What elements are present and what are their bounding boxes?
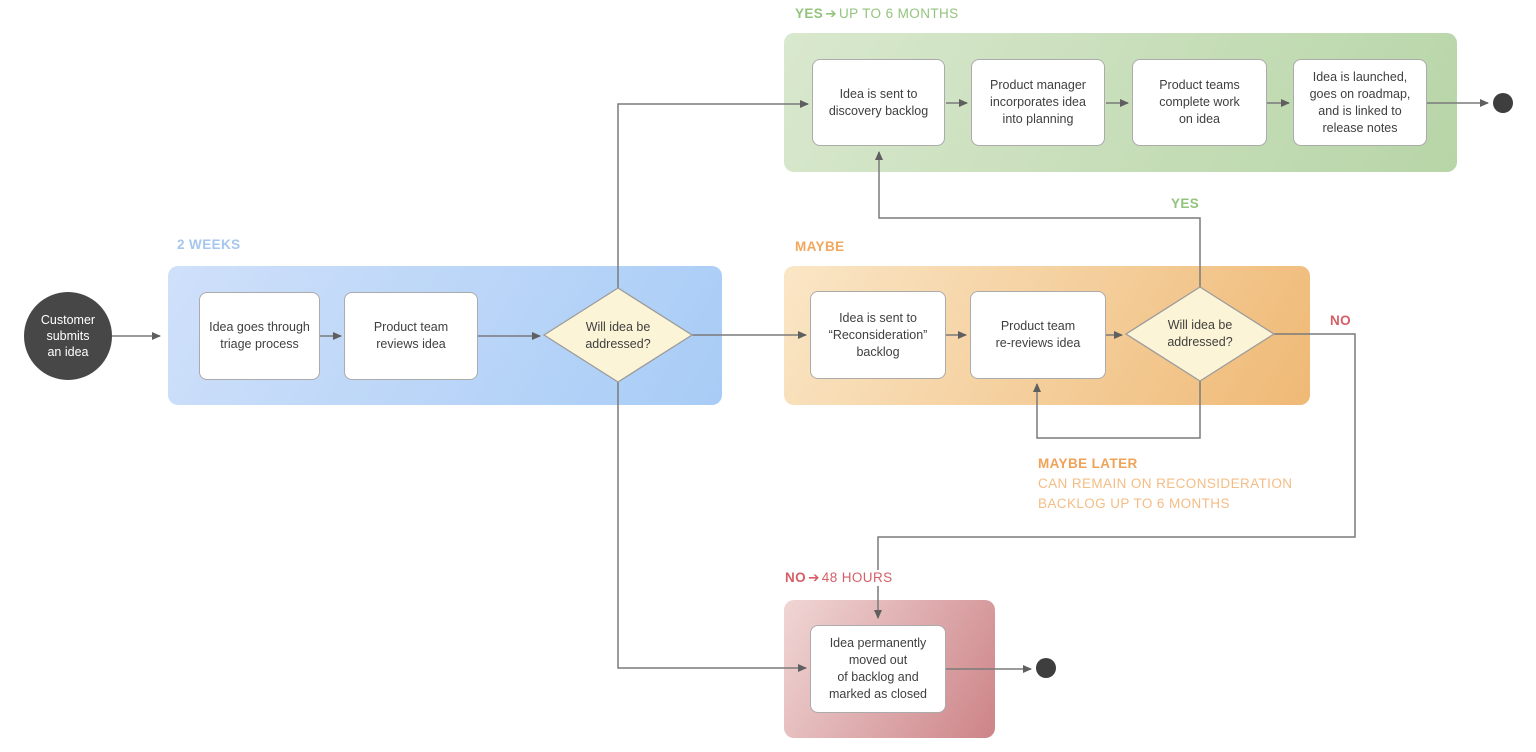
connector-maybe-decision-no [874, 333, 1356, 619]
end-node-no [1036, 658, 1056, 678]
branch-label-yes: YES [1168, 196, 1203, 211]
step-reconsideration-backlog: Idea is sent to “Reconsideration” backlo… [810, 291, 946, 379]
step-discovery-backlog: Idea is sent to discovery backlog [812, 59, 945, 146]
lane-header-yes-bold: YES [795, 6, 824, 21]
maybe-later-note: MAYBE LATER CAN REMAIN ON RECONSIDERATIO… [1038, 454, 1292, 514]
decision-diamond-triage [542, 287, 694, 383]
maybe-later-line2: BACKLOG UP TO 6 MONTHS [1038, 496, 1230, 511]
step-teams-complete-work: Product teams complete work on idea [1132, 59, 1267, 146]
start-node-label: Customer submits an idea [40, 313, 96, 359]
branch-label-no: NO [1330, 313, 1352, 328]
step-pm-planning: Product manager incorporates idea into p… [971, 59, 1105, 146]
lane-header-2-weeks: 2 WEEKS [177, 237, 241, 252]
step-team-reviews: Product team reviews idea [344, 292, 478, 380]
right-arrow-icon: ➔ [808, 570, 820, 585]
step-idea-launched: Idea is launched, goes on roadmap, and i… [1293, 59, 1427, 146]
lane-header-no-duration: 48 HOURS [821, 570, 893, 585]
lane-header-yes: YES➔UP TO 6 MONTHS [795, 6, 959, 22]
connector-decision-no-lane [617, 382, 807, 672]
decision-diamond-maybe [1124, 286, 1276, 382]
connector-maybe-later-loop [1033, 381, 1201, 439]
connector-decision-yes-lane [617, 100, 809, 288]
step-idea-closed: Idea permanently moved out of backlog an… [810, 625, 946, 713]
right-arrow-icon: ➔ [825, 6, 837, 21]
connector-maybe-decision-yes [875, 151, 1201, 287]
step-re-reviews: Product team re-reviews idea [970, 291, 1106, 379]
end-node-yes [1493, 93, 1513, 113]
lane-header-no-bold: NO [785, 570, 807, 585]
step-triage-process: Idea goes through triage process [199, 292, 320, 380]
lane-header-no: NO➔48 HOURS [785, 570, 896, 586]
start-node: Customer submits an idea [24, 292, 112, 380]
maybe-later-line1: CAN REMAIN ON RECONSIDERATION [1038, 476, 1293, 491]
lane-header-yes-duration: UP TO 6 MONTHS [838, 6, 959, 21]
decision-maybe-label: Will idea be addressed? [1167, 318, 1233, 349]
maybe-later-title: MAYBE LATER [1038, 456, 1138, 471]
decision-triage-label: Will idea be addressed? [585, 320, 651, 351]
lane-header-maybe: MAYBE [795, 239, 845, 254]
